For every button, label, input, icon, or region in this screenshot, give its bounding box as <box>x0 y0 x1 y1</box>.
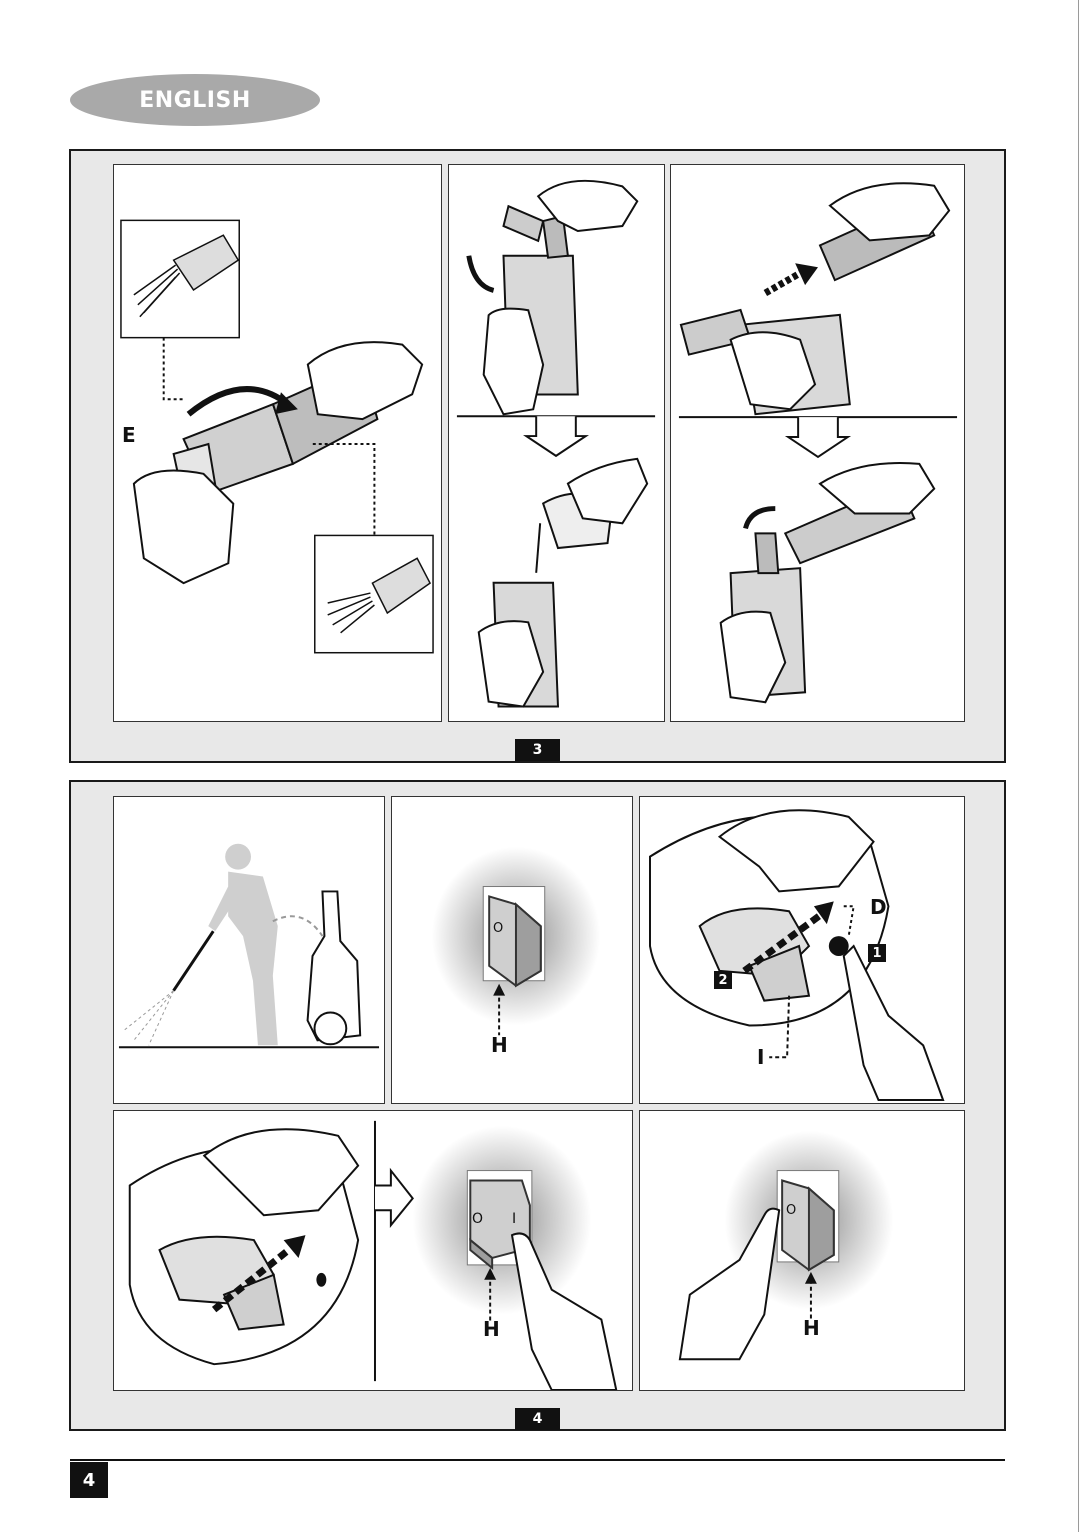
nozzle-adjust-illustration <box>120 219 434 654</box>
panel-detergent-fill <box>448 164 665 722</box>
panel-attach-bottle <box>670 164 965 722</box>
footer-rule <box>70 1459 1005 1461</box>
panel-switch-off: O H <box>391 796 633 1104</box>
label-h-2: H <box>483 1317 500 1341</box>
panel-trigger-and-switch-on: O I H <box>113 1110 633 1391</box>
detergent-fill-illustration <box>456 179 656 708</box>
attach-bottle-illustration <box>678 182 958 704</box>
panel-operator-spraying <box>113 796 385 1104</box>
label-e: E <box>122 423 136 447</box>
label-i: I <box>757 1045 765 1069</box>
figure-4: O H D 1 2 I <box>69 780 1006 1431</box>
step-badge-2: 2 <box>714 971 732 989</box>
trigger-switch-on-illustration <box>128 1120 618 1390</box>
figure-number-3: 3 <box>515 739 560 761</box>
step-badge-1: 1 <box>868 944 886 962</box>
switch-final-off-mark: O <box>786 1203 797 1218</box>
label-d: D <box>870 895 887 919</box>
switch-on-off-mark: O <box>472 1211 484 1227</box>
figure-3: E <box>69 149 1006 763</box>
panel-trigger-release: D 1 2 I <box>639 796 965 1104</box>
switch-off-illustration <box>431 846 601 1036</box>
page-number: 4 <box>70 1462 108 1498</box>
panel-switch-off-final: O H <box>639 1110 965 1391</box>
label-h-3: H <box>803 1316 820 1340</box>
label-h-1: H <box>491 1033 508 1057</box>
page-edge-line <box>1078 0 1079 1532</box>
trigger-release-illustration <box>649 809 945 1102</box>
switch-on-mark: I <box>512 1211 517 1227</box>
language-tab: ENGLISH <box>70 74 320 126</box>
switch-off-mark: O <box>493 921 504 936</box>
panel-nozzle-adjust: E <box>113 164 442 722</box>
operator-spraying-illustration <box>118 843 380 1049</box>
figure-number-4: 4 <box>515 1408 560 1430</box>
switch-off-final-illustration <box>678 1130 894 1361</box>
